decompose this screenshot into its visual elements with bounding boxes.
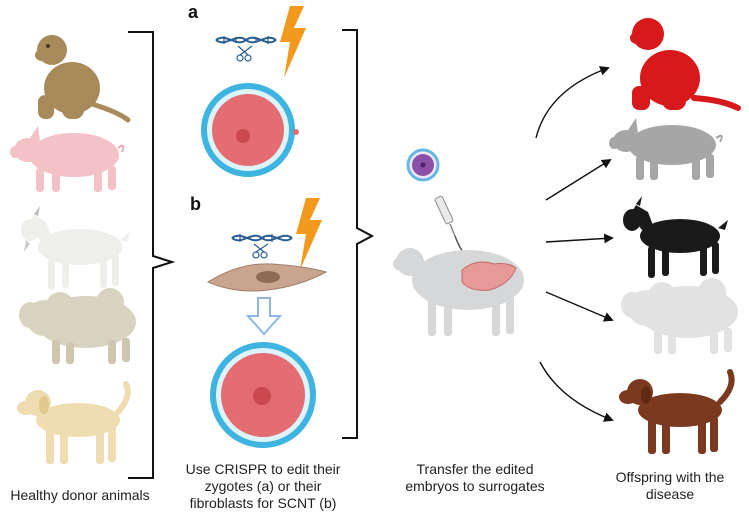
uterus-icon <box>461 261 517 291</box>
down-arrow-icon <box>245 297 283 336</box>
scissors-icon <box>236 45 253 62</box>
zygote-icon <box>210 342 316 448</box>
donor-bracket <box>128 31 176 479</box>
caption-donors: Healthy donor animals <box>0 487 160 504</box>
caption-crispr-line-2: zygotes (a) or their <box>204 478 322 494</box>
surrogate-sheep-icon <box>393 248 524 336</box>
panel-label-b: b <box>190 194 201 214</box>
caption-crispr-line-3: fibroblasts for SCNT (b) <box>189 495 337 511</box>
donor-goat-icon <box>21 206 130 290</box>
caption-transfer-line-2: embryos to surrogates <box>405 478 545 494</box>
offspring-monkey-icon <box>630 18 741 111</box>
arrow-to-goat <box>545 233 614 244</box>
dna-icon <box>215 36 277 44</box>
arrow-to-sheep <box>545 291 614 322</box>
panel-b-group <box>206 198 328 448</box>
lightning-icon <box>280 6 306 78</box>
offspring-goat-icon <box>623 196 728 278</box>
caption-transfer: Transfer the edited embryos to surrogate… <box>400 461 550 495</box>
panel-label-a: a <box>188 2 199 22</box>
fibroblast-icon <box>206 263 328 292</box>
caption-crispr: Use CRISPR to edit their zygotes (a) or … <box>178 461 348 512</box>
scissors-icon <box>252 243 269 259</box>
arrow-to-dog <box>539 361 614 422</box>
donor-monkey-icon <box>35 35 131 123</box>
embryo-icon <box>406 148 440 182</box>
offspring-pig-icon <box>609 118 723 180</box>
caption-donors-text: Healthy donor animals <box>10 487 150 503</box>
donor-dog-icon <box>17 381 131 464</box>
donor-sheep-icon <box>19 288 136 364</box>
offspring-animals-group <box>609 18 741 454</box>
caption-offspring-line-1: Offspring with the <box>615 469 725 485</box>
offspring-dog-icon <box>619 369 735 454</box>
syringe-icon <box>434 195 471 263</box>
caption-transfer-line-1: Transfer the edited <box>416 461 534 477</box>
panel-a-group <box>201 6 306 177</box>
caption-offspring-line-2: disease <box>645 486 695 502</box>
caption-crispr-line-1: Use CRISPR to edit their <box>185 461 341 477</box>
surrogate-group <box>393 148 524 336</box>
dna-icon <box>231 234 293 242</box>
lightning-icon <box>296 198 322 270</box>
arrow-to-monkey <box>535 66 610 139</box>
caption-offspring: Offspring with the disease <box>600 469 740 503</box>
arrow-to-pig <box>545 158 612 201</box>
donor-pig-icon <box>10 126 125 192</box>
zygote-icon <box>201 83 299 177</box>
offspring-arrows <box>535 66 614 422</box>
offspring-sheep-icon <box>621 278 738 354</box>
merge-bracket <box>342 29 375 439</box>
donor-animals-group <box>10 35 136 464</box>
